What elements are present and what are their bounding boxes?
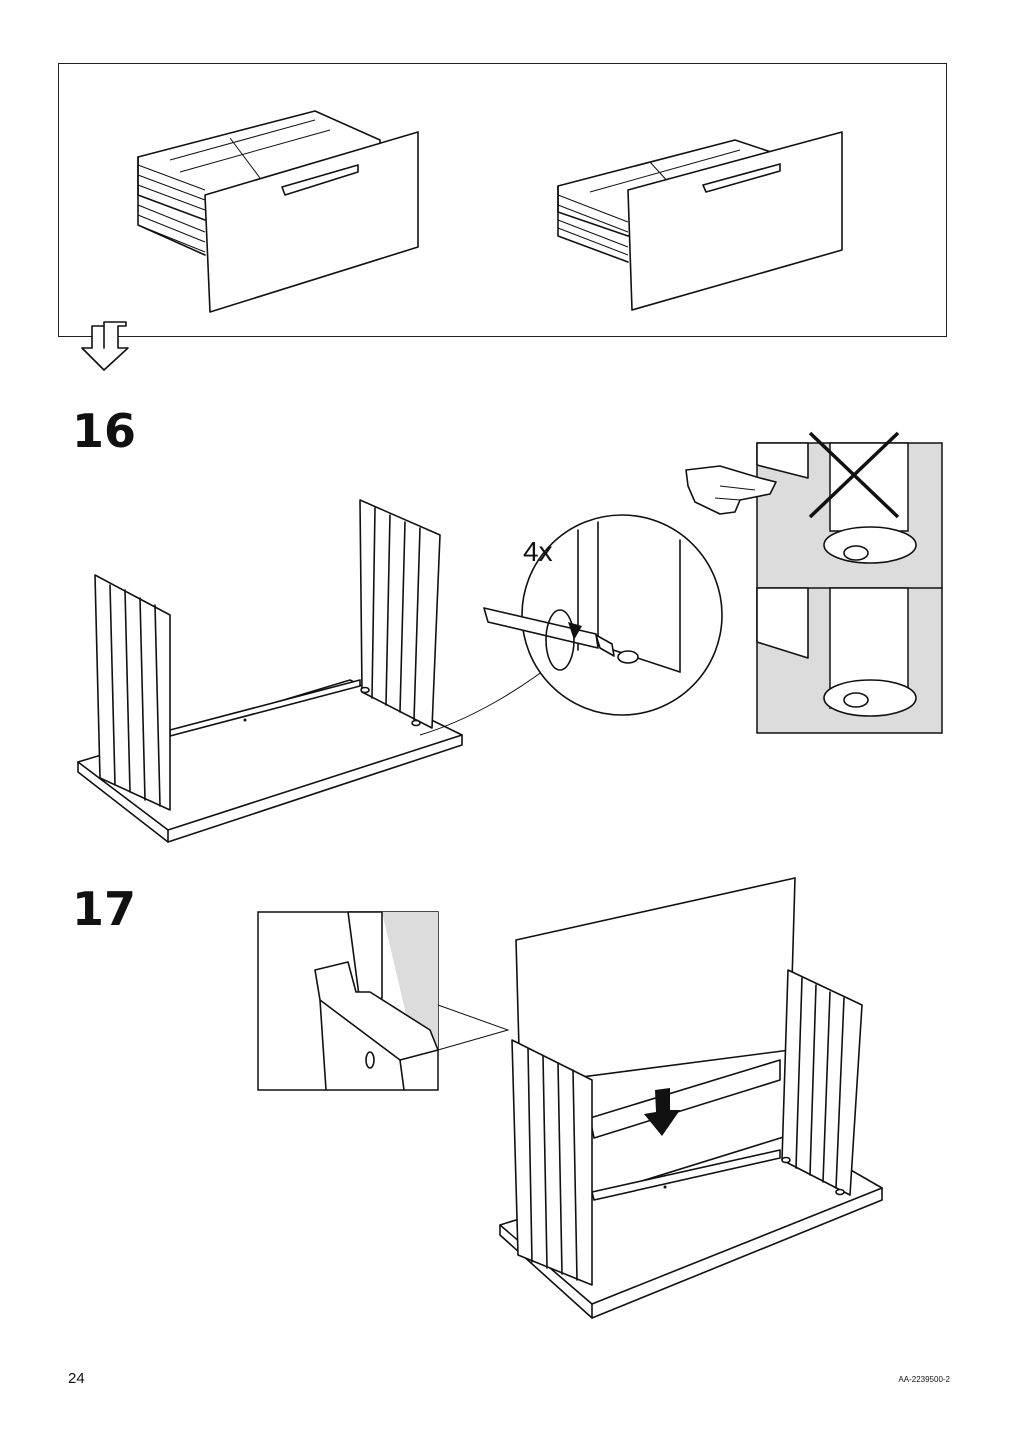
side-panel-right [359,499,441,729]
page-turn-arrow-icon [81,321,129,371]
drawer-icon [557,131,843,311]
hand-pointing-icon [685,465,777,515]
rotation-arrow-icon [545,609,582,671]
previous-step-frame [58,63,947,337]
screwdriver-icon [483,607,615,657]
drawers-illustration [81,110,843,371]
step-number: 16 [72,404,137,458]
document-code: AA-2239500-2 [898,1375,950,1384]
side-panel-left [94,574,171,811]
cross-icon [808,431,900,519]
quantity-label: 4x [523,536,553,567]
page-number: 24 [68,1370,85,1387]
down-arrow-icon [644,1088,680,1136]
screw-detail-callout [483,514,723,716]
level-check-detail [756,431,943,734]
panel-slot-detail [257,911,439,1091]
step-16-illustration [77,431,943,843]
side-panel-left [511,1039,593,1286]
side-panel-right [781,969,863,1196]
step-number: 17 [72,882,137,936]
step-17-illustration [257,877,883,1319]
drawer-icon [137,110,419,313]
